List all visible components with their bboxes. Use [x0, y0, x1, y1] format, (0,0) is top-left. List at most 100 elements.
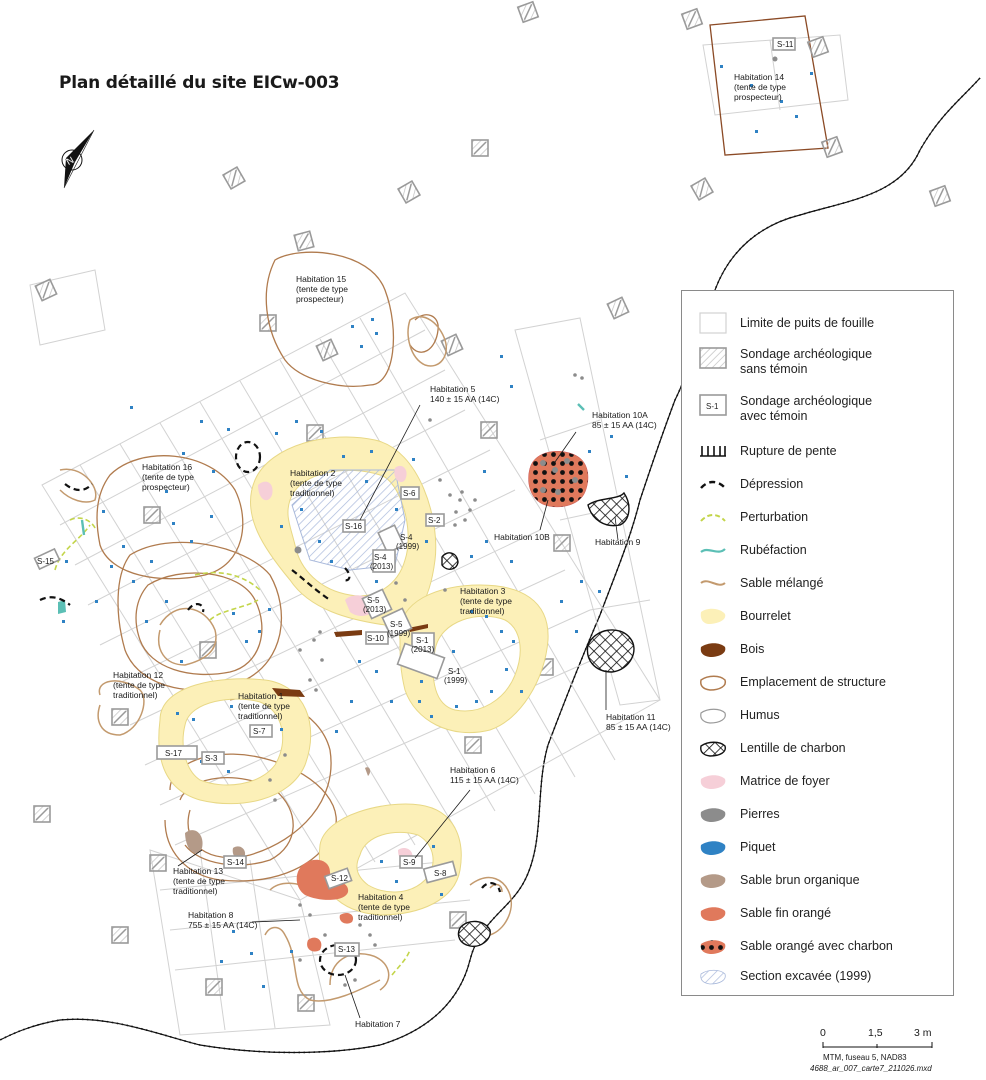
svg-text:S-15: S-15	[37, 557, 54, 566]
legend-item-rupture: Rupture de pente	[682, 439, 953, 465]
legend-item-sondage-sans-temoin: Sondage archéologique sans témoin	[682, 346, 953, 376]
svg-text:S-9: S-9	[403, 858, 416, 867]
svg-text:S-8: S-8	[434, 869, 447, 878]
legend-label: Sable mélangé	[740, 576, 824, 590]
legend-symbol-humus	[700, 708, 726, 724]
svg-text:Habitation 7: Habitation 7	[355, 1019, 401, 1029]
legend-label: Sondage archéologique sans témoin	[740, 347, 873, 376]
legend-symbol-sable-melange	[700, 580, 726, 586]
svg-text:Habitation 10B: Habitation 10B	[494, 532, 550, 542]
file-name-text: 4688_ar_007_carte7_211026.mxd	[810, 1064, 932, 1073]
legend-symbol-emplacement	[700, 675, 727, 691]
legend-symbol-piquet	[700, 841, 726, 855]
legend-label: Sable brun organique	[740, 873, 860, 887]
legend-label: Lentille de charbon	[740, 741, 846, 755]
bourrelets	[158, 436, 549, 916]
legend-item-depression: Dépression	[682, 472, 953, 498]
legend-symbol-perturbation	[700, 514, 726, 522]
legend-symbol-bois	[700, 643, 726, 657]
svg-text:S-4(2013): S-4(2013)	[370, 553, 393, 571]
legend-item-sable-charbon: Sable orangé avec charbon	[682, 934, 953, 960]
projection-text: MTM, fuseau 5, NAD83	[823, 1053, 907, 1062]
svg-text:S-17: S-17	[165, 749, 182, 758]
legend-symbol-foyer	[700, 775, 726, 789]
legend-label: Bois	[740, 642, 765, 656]
legend-item-humus: Humus	[682, 703, 953, 729]
legend-symbol-sable-brun	[700, 874, 726, 888]
legend-label: Limite de puits de fouille	[740, 316, 875, 330]
legend-item-section: Section excavée (1999)	[682, 964, 953, 990]
svg-text:S-1(1999): S-1(1999)	[444, 667, 467, 685]
legend-symbol-rubefaction	[700, 548, 726, 553]
legend-label: Bourrelet	[740, 609, 791, 623]
svg-text:S-16: S-16	[345, 522, 362, 531]
legend-label: Dépression	[740, 477, 804, 491]
svg-text:S-1: S-1	[706, 402, 719, 411]
legend-label: Rubéfaction	[740, 543, 807, 557]
pierres	[268, 56, 778, 987]
legend: Limite de puits de fouille Sondage arché…	[681, 290, 954, 996]
legend-item-pierres: Pierres	[682, 802, 953, 828]
legend-label: Matrice de foyer	[740, 774, 830, 788]
legend-item-charbon: Lentille de charbon	[682, 736, 953, 762]
legend-item-emplacement: Emplacement de structure	[682, 670, 953, 696]
legend-symbol-bourrelet	[700, 608, 726, 624]
legend-item-sable-fin: Sable fin orangé	[682, 901, 953, 927]
piquets	[62, 65, 813, 988]
svg-text:S-10: S-10	[367, 634, 384, 643]
svg-text:S-3: S-3	[205, 754, 218, 763]
legend-item-sable-melange: Sable mélangé	[682, 571, 953, 597]
svg-text:S-5(2013): S-5(2013)	[363, 596, 386, 614]
legend-label: Pierres	[740, 807, 780, 821]
scale-tick-end: 3 m	[914, 1027, 932, 1039]
svg-text:S-2: S-2	[428, 516, 441, 525]
svg-text:S-11: S-11	[777, 40, 794, 49]
legend-item-bourrelet: Bourrelet	[682, 604, 953, 630]
legend-item-perturbation: Perturbation	[682, 505, 953, 531]
legend-label: Sondage archéologique avec témoin	[740, 394, 873, 423]
legend-symbol-sondage-avec: S-1	[699, 394, 727, 416]
scale-tick-0: 0	[820, 1027, 826, 1039]
legend-item-puits: Limite de puits de fouille	[682, 311, 953, 337]
svg-text:S-5(1999): S-5(1999)	[387, 620, 410, 638]
scale-line	[822, 1042, 933, 1048]
svg-text:S-12: S-12	[331, 874, 348, 883]
sondage-labels: S-11 S-16 S-6 S-2 S-4(1999) S-4(2013) S-…	[37, 40, 794, 954]
legend-symbol-pierres	[700, 808, 726, 822]
svg-text:S-14: S-14	[227, 858, 244, 867]
legend-symbol-puits	[699, 312, 727, 334]
legend-item-bois: Bois	[682, 637, 953, 663]
svg-text:S-1(2013): S-1(2013)	[411, 636, 434, 654]
legend-item-sondage-avec-temoin: S-1 Sondage archéologique avec témoin	[682, 393, 953, 423]
legend-item-rubefaction: Rubéfaction	[682, 538, 953, 564]
page-title: Plan détaillé du site EICw-003	[59, 73, 340, 93]
svg-text:S-7: S-7	[253, 727, 266, 736]
legend-symbol-sable-fin	[700, 907, 726, 921]
legend-item-sable-brun: Sable brun organique	[682, 868, 953, 894]
legend-label: Emplacement de structure	[740, 675, 886, 689]
legend-label: Section excavée (1999)	[740, 969, 872, 983]
legend-symbol-section	[700, 969, 726, 985]
legend-item-foyer: Matrice de foyer	[682, 769, 953, 795]
legend-label: Rupture de pente	[740, 444, 837, 458]
legend-label: Piquet	[740, 840, 776, 854]
svg-text:S-13: S-13	[338, 945, 355, 954]
svg-text:Habitation 9: Habitation 9	[595, 537, 641, 547]
sable-orange-charbon	[528, 451, 589, 508]
svg-text:S-4(1999): S-4(1999)	[396, 533, 419, 551]
